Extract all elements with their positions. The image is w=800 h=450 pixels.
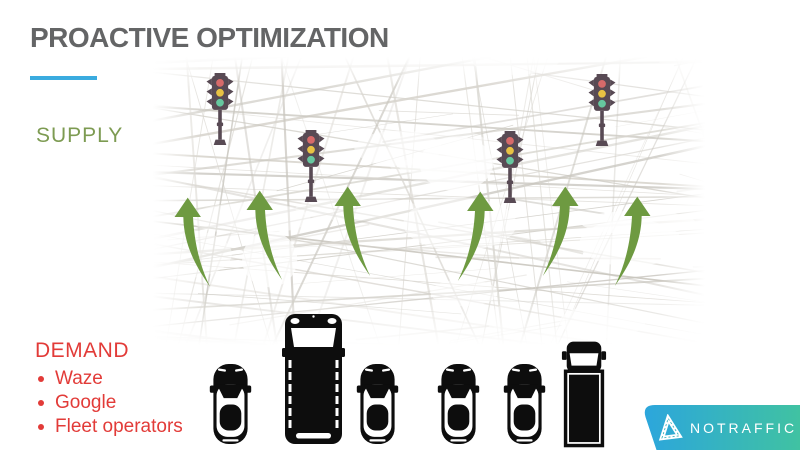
demand-item-label: Google <box>55 392 117 413</box>
truck-icon <box>561 340 607 448</box>
traffic-light-icon <box>588 74 616 146</box>
traffic-light-icon <box>206 73 234 145</box>
logo-content: NOTRAFFIC <box>656 405 797 450</box>
notraffic-logo-banner: NOTRAFFIC <box>635 405 800 450</box>
demand-list: Waze Google Fleet operators <box>35 367 183 439</box>
bullet-icon <box>38 424 44 430</box>
traffic-light-icon <box>297 130 325 202</box>
demand-label: DEMAND <box>35 339 130 362</box>
car-icon <box>437 363 480 445</box>
demand-item: Fleet operators <box>35 415 183 439</box>
upward-flow-arrow-icon <box>174 197 211 287</box>
car-icon <box>209 363 252 445</box>
demand-section: DEMAND Waze Google Fleet operators <box>35 339 183 439</box>
notraffic-logo-text: NOTRAFFIC <box>690 419 798 436</box>
bus-icon <box>282 314 345 444</box>
demand-item-label: Fleet operators <box>55 416 183 437</box>
title-accent-line <box>30 76 97 80</box>
upward-flow-arrow-icon <box>246 190 283 280</box>
upward-flow-arrow-icon <box>614 196 651 286</box>
upward-flow-arrow-icon <box>334 186 371 276</box>
upward-flow-arrow-icon <box>457 191 494 281</box>
demand-item: Waze <box>35 367 183 391</box>
supply-label: SUPPLY <box>36 124 124 147</box>
demand-item: Google <box>35 391 183 415</box>
notraffic-logo-icon <box>658 412 683 441</box>
page-title: PROACTIVE OPTIMIZATION <box>30 22 389 53</box>
logo-banner-background <box>644 405 800 450</box>
upward-flow-arrow-icon <box>542 186 579 276</box>
bullet-icon <box>38 400 44 406</box>
car-icon <box>503 363 546 445</box>
car-icon <box>356 363 399 445</box>
traffic-light-icon <box>496 131 524 203</box>
demand-item-label: Waze <box>55 368 103 389</box>
map-fade-bottom <box>153 293 705 345</box>
bullet-icon <box>38 376 44 382</box>
city-map-graphic <box>153 57 705 345</box>
